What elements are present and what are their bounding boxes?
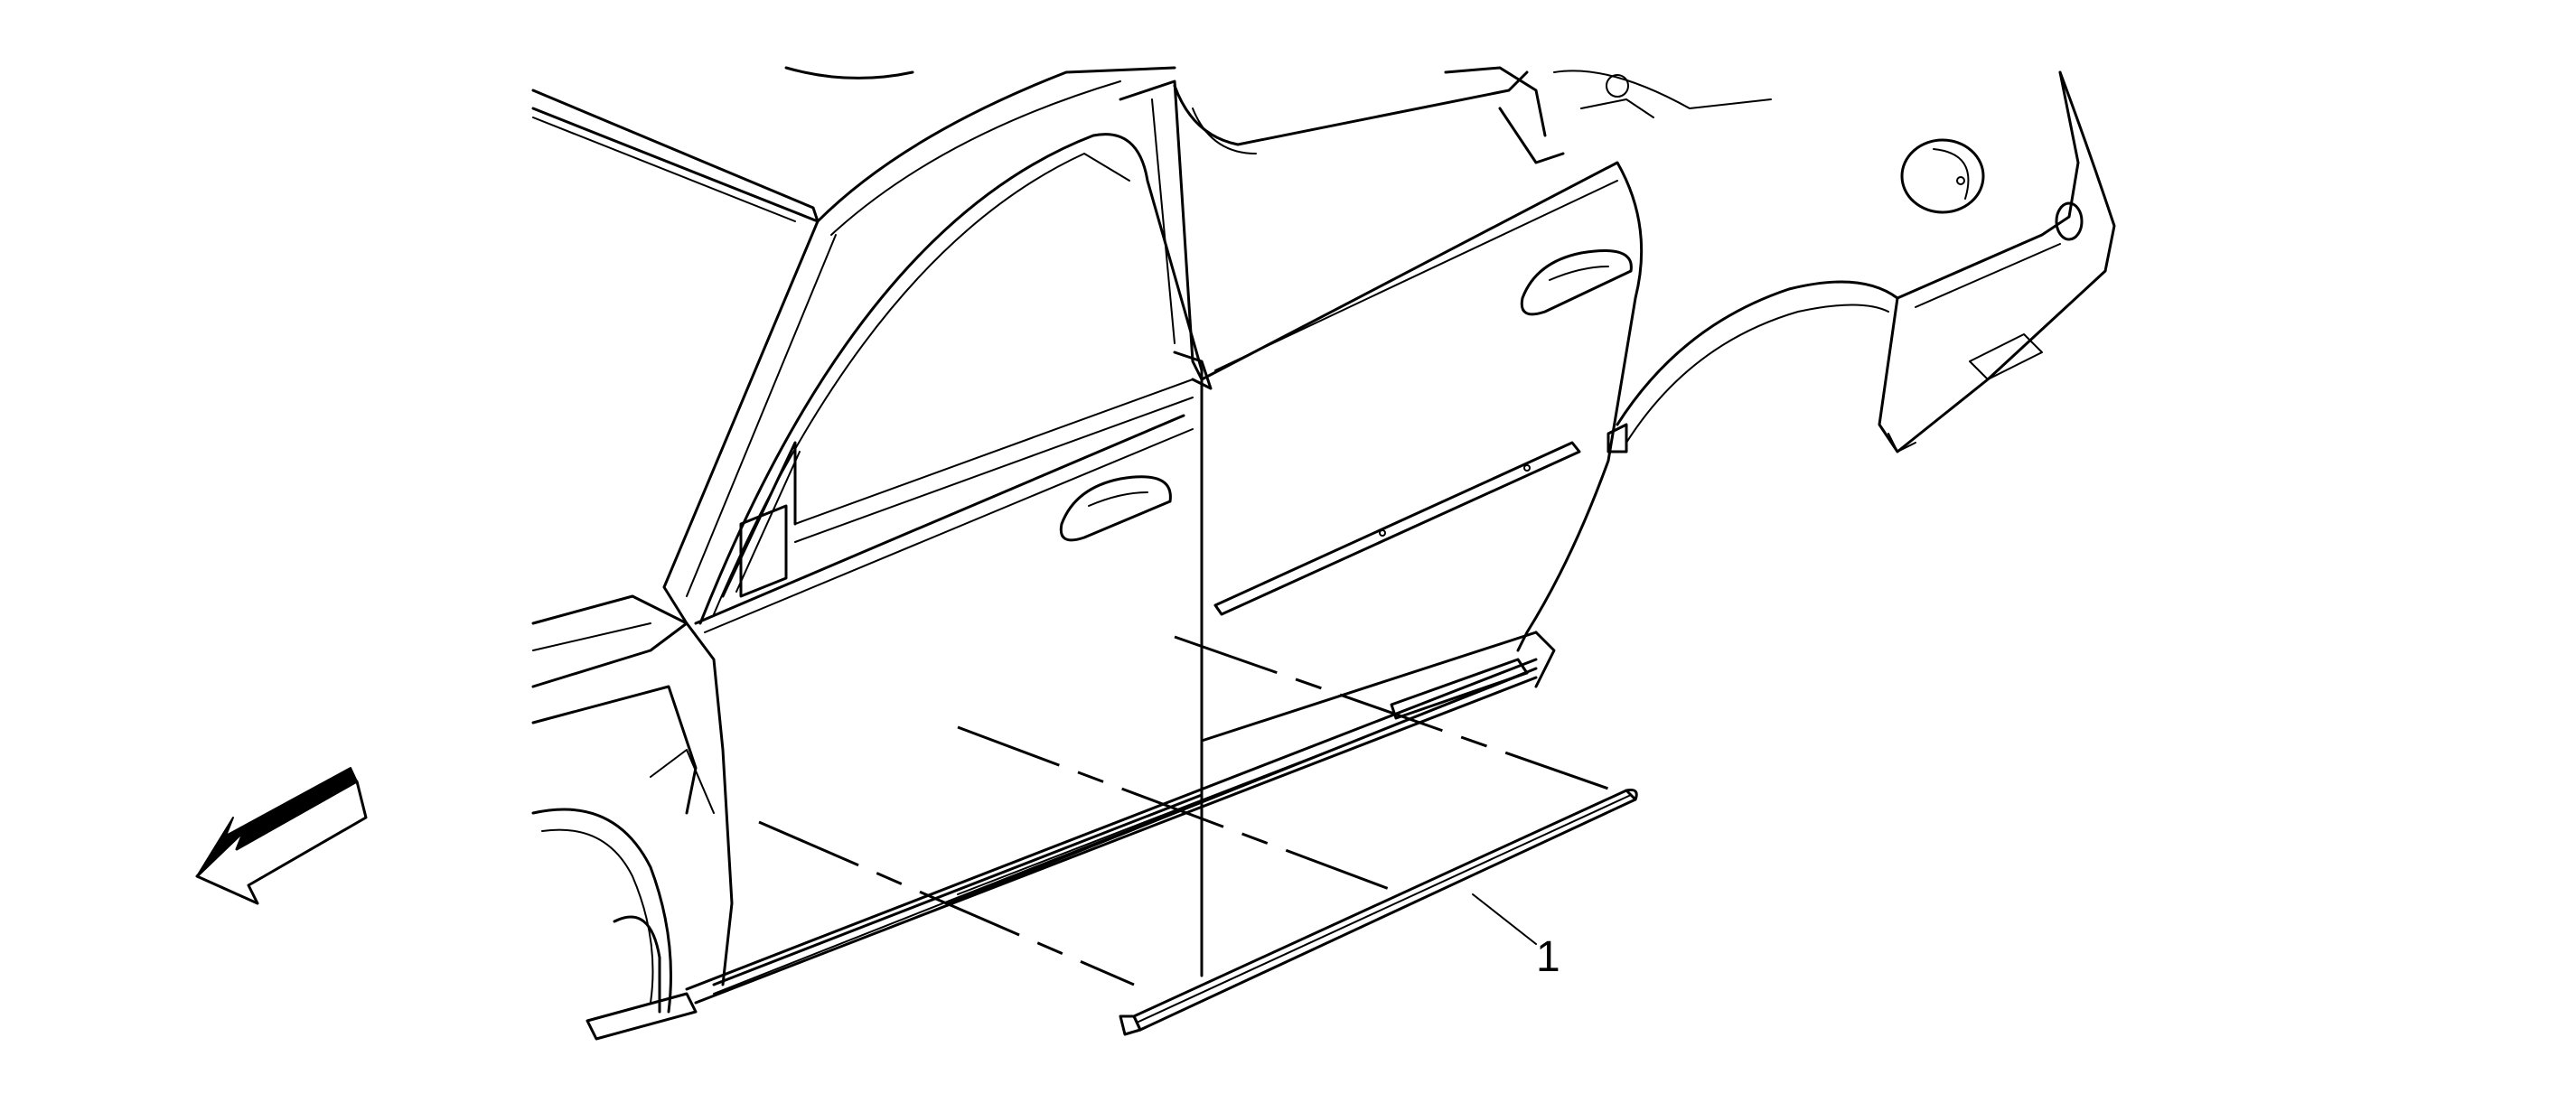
front-door [685, 133, 1204, 986]
rear-door [1173, 70, 1644, 743]
callout-leader-line [1472, 893, 1537, 945]
sill-molding [1119, 789, 1638, 1036]
c-pillar [1444, 66, 1772, 164]
b-pillar [1119, 79, 1213, 390]
front-direction-arrow-icon [195, 767, 368, 905]
alignment-lines [758, 635, 1627, 986]
front-fender [531, 685, 715, 1041]
roof-outline [531, 66, 1176, 236]
callout-label-1: 1 [1536, 933, 1560, 981]
rear-quarter [1534, 70, 2116, 688]
